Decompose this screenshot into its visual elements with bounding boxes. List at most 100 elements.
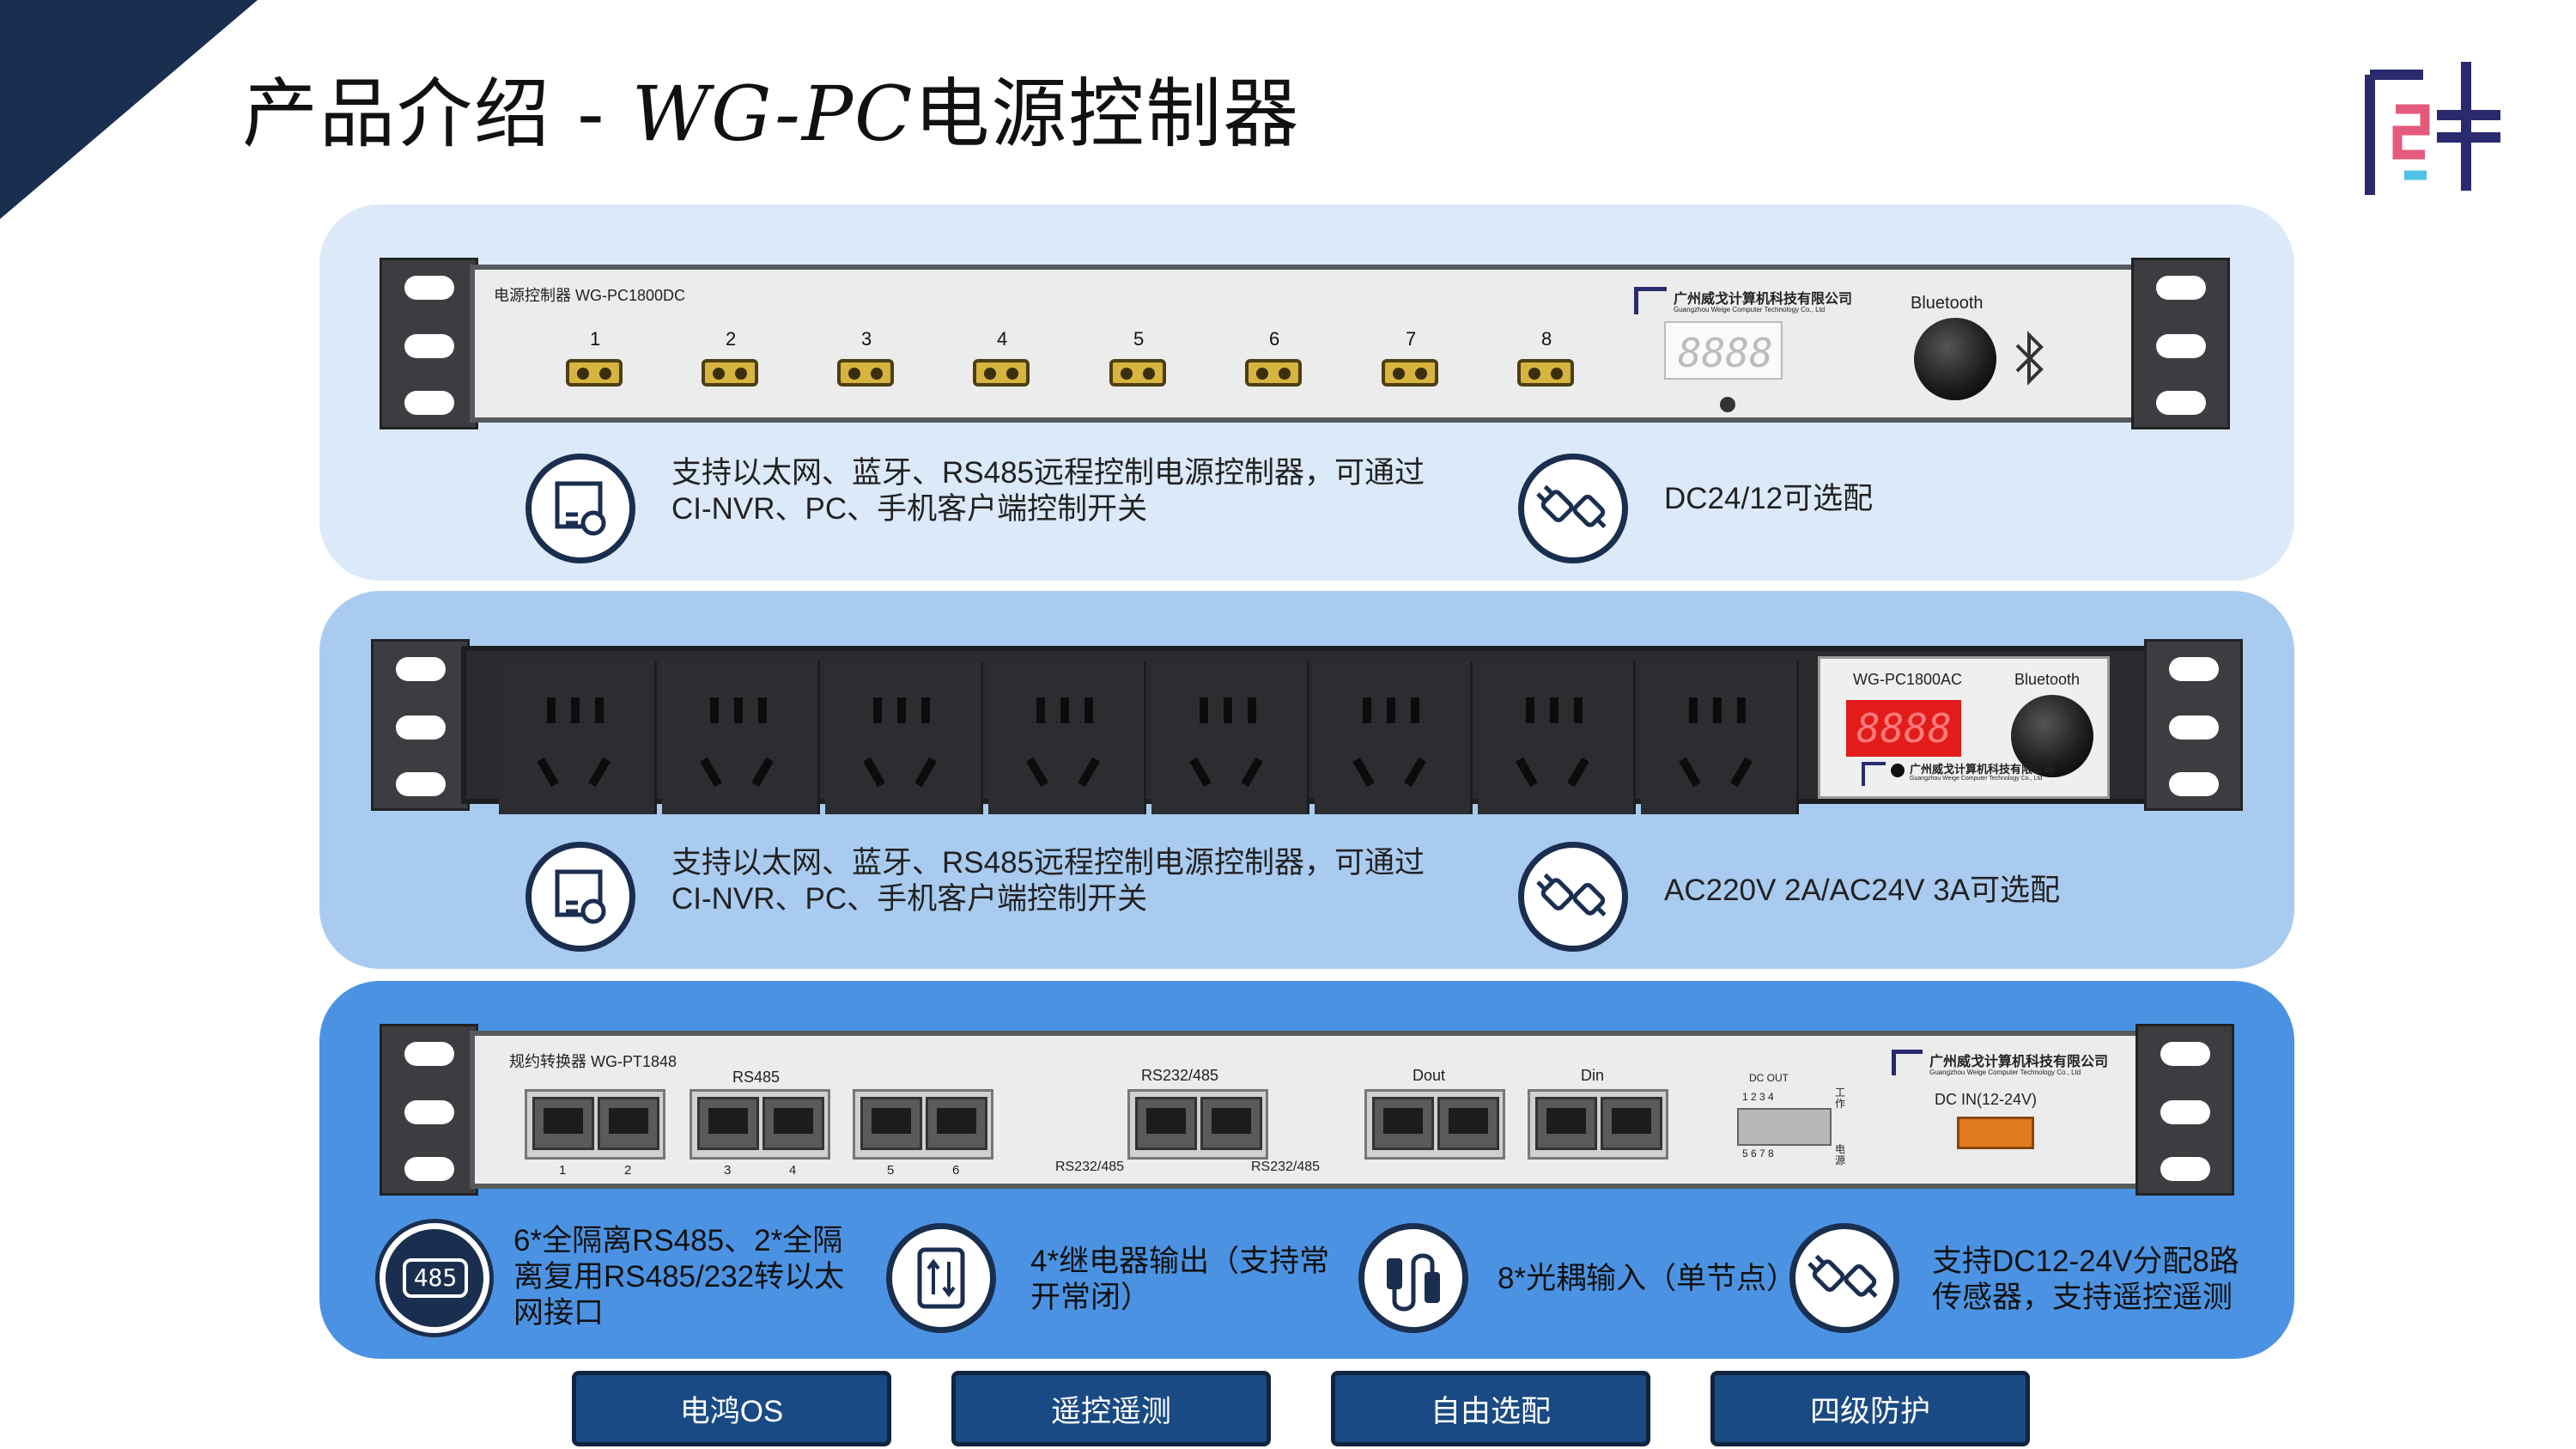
- dc-output-port: [1517, 359, 1574, 387]
- rack-ear-left: [371, 639, 470, 811]
- rack-ear-right: [2144, 639, 2243, 811]
- rs485-port-group: [525, 1089, 665, 1160]
- rs232-485-port-group: [1127, 1089, 1268, 1160]
- company-name-en: Guangzhou Weige Computer Technology Co.,…: [1910, 776, 2043, 782]
- feature-text: 支持以太网、蓝牙、RS485远程控制电源控制器，可通过CI-NVR、PC、手机客…: [671, 846, 1425, 916]
- feature-text: AC220V 2A/AC24V 3A可选配: [1664, 874, 2061, 907]
- device-wg-pt1848: 规约转换器 WG-PT1848 RS485 1 2 3 4 5 6 RS232/…: [380, 1024, 2234, 1196]
- tag-protection: 四级防护: [1710, 1371, 2030, 1446]
- rs485-port-group: [853, 1089, 993, 1160]
- tag-hongmeng-os: 电鸿OS: [572, 1371, 891, 1446]
- company-name-en: Guangzhou Weige Computer Technology Co.,…: [1929, 1068, 2081, 1076]
- page-title: 产品介绍 - WG-PC电源控制器: [242, 70, 1301, 158]
- ac-socket: [988, 661, 1146, 814]
- led-display: 8888: [1846, 700, 1961, 757]
- cable-icon: [1358, 1223, 1468, 1333]
- dc-output-port: [1245, 359, 1302, 387]
- company-logo: [1862, 762, 1886, 786]
- company-name: 广州威戈计算机科技有限公司: [1910, 763, 2056, 776]
- plug-icon: [1518, 842, 1628, 952]
- rack-ear-right: [2131, 258, 2230, 429]
- feature-band-dc: 电源控制器 WG-PC1800DC 1 2 3 4 5 6 7 8 广州威戈计算…: [319, 204, 2294, 581]
- feature-text: 支持以太网、蓝牙、RS485远程控制电源控制器，可通过CI-NVR、PC、手机客…: [671, 456, 1425, 526]
- device-model: WG-PC1800AC: [1853, 671, 1963, 688]
- rs232-485-label: RS232/485: [1141, 1067, 1219, 1084]
- indicator-led: [1891, 764, 1905, 777]
- feature-band-protocol: 规约转换器 WG-PT1848 RS485 1 2 3 4 5 6 RS232/…: [319, 981, 2294, 1359]
- feature-band-ac: WG-PC1800AC Bluetooth 8888 广州威戈计算机科技有限公司…: [319, 591, 2294, 969]
- device-panel: 电源控制器 WG-PC1800DC 1 2 3 4 5 6 7 8 广州威戈计算…: [470, 265, 2140, 423]
- bluetooth-label: Bluetooth: [1911, 294, 1984, 313]
- dc-out-terminal: [1737, 1108, 1832, 1146]
- company-logo: [1892, 1050, 1923, 1075]
- feature-text: 8*光耦输入（单节点）: [1498, 1262, 1797, 1295]
- feature-text: 4*继电器输出（支持常开常闭）: [1030, 1245, 1330, 1314]
- ac-socket: [1315, 661, 1473, 814]
- control-knob[interactable]: [1914, 318, 1996, 400]
- ac-socket: [499, 661, 657, 814]
- settings-screen-icon: [526, 842, 635, 952]
- brand-logo: [2365, 62, 2500, 195]
- device-wg-pc1800ac: WG-PC1800AC Bluetooth 8888 广州威戈计算机科技有限公司…: [371, 639, 2243, 814]
- rack-ear-left: [380, 258, 478, 429]
- company-logo: [1634, 287, 1667, 314]
- tag-remote-control: 遥控遥测: [951, 1371, 1271, 1446]
- settings-screen-icon: [526, 454, 635, 563]
- rs485-label: RS485: [732, 1068, 781, 1086]
- work-indicator-label: 工作: [1835, 1087, 1846, 1110]
- feature-text: DC24/12可选配: [1664, 482, 1874, 515]
- device-wg-pc1800dc: 电源控制器 WG-PC1800DC 1 2 3 4 5 6 7 8 广州威戈计算…: [380, 258, 2230, 429]
- din-label: Din: [1581, 1067, 1605, 1084]
- port-number: 3: [861, 328, 872, 350]
- feature-text: 6*全隔离RS485、2*全隔离复用RS485/232转以太网接口: [513, 1224, 845, 1330]
- din-port-group: [1528, 1089, 1668, 1160]
- device-label: 规约转换器 WG-PT1848: [509, 1053, 677, 1070]
- plug-icon: [1789, 1223, 1899, 1333]
- power-indicator-label: 电源: [1835, 1143, 1846, 1166]
- rack-ear-right: [2136, 1024, 2234, 1196]
- rs485-badge-icon: 485: [380, 1223, 489, 1333]
- control-knob[interactable]: [2011, 695, 2093, 777]
- ac-socket: [1151, 661, 1309, 814]
- dc-output-port: [702, 359, 758, 387]
- dc-output-port: [973, 359, 1030, 387]
- port-number: 5: [1133, 328, 1145, 350]
- port-number: 7: [1406, 328, 1417, 350]
- tag-free-config: 自由选配: [1331, 1371, 1650, 1446]
- ac-socket: [825, 661, 983, 814]
- port-number: 4: [997, 328, 1008, 350]
- dc-output-port: [1109, 359, 1166, 387]
- ac-socket: [1641, 661, 1799, 814]
- port-number: 6: [1269, 328, 1280, 350]
- ac-socket: [1478, 661, 1636, 814]
- indicator-led: [1720, 397, 1735, 412]
- dc-output-port: [837, 359, 894, 387]
- device-panel: WG-PC1800AC Bluetooth 8888 广州威戈计算机科技有限公司…: [461, 646, 2153, 814]
- dc-output-port: [566, 359, 623, 387]
- port-number: 8: [1541, 328, 1552, 350]
- feature-text: 支持DC12-24V分配8路传感器，支持遥控遥测: [1932, 1245, 2239, 1314]
- ac-socket: [662, 661, 820, 814]
- rack-ear-left: [380, 1024, 478, 1196]
- bluetooth-icon: [2015, 331, 2044, 386]
- company-name-en: Guangzhou Weige Computer Technology Co.,…: [1674, 306, 1826, 314]
- plug-icon: [1518, 454, 1628, 563]
- device-label: 电源控制器 WG-PC1800DC: [494, 287, 686, 304]
- company-name: 广州威戈计算机科技有限公司: [1674, 292, 1853, 307]
- dc-in-label: DC IN(12-24V): [1935, 1091, 2038, 1108]
- device-panel: 规约转换器 WG-PT1848 RS485 1 2 3 4 5 6 RS232/…: [470, 1031, 2144, 1189]
- dc-out-label: DC OUT: [1749, 1072, 1789, 1084]
- dout-label: Dout: [1413, 1067, 1446, 1084]
- dc-in-terminal: [1957, 1117, 2034, 1149]
- port-number: 1: [590, 328, 601, 350]
- control-panel: WG-PC1800AC Bluetooth 8888 广州威戈计算机科技有限公司…: [1818, 656, 2110, 799]
- relay-icon: [886, 1223, 996, 1333]
- company-name: 广州威戈计算机科技有限公司: [1929, 1055, 2109, 1069]
- corner-decoration: [0, 0, 258, 219]
- led-display: 8888: [1664, 321, 1783, 380]
- rs485-port-group: [690, 1089, 830, 1160]
- port-number: 2: [726, 328, 737, 350]
- bluetooth-label: Bluetooth: [2014, 671, 2081, 688]
- dc-output-port: [1382, 359, 1438, 387]
